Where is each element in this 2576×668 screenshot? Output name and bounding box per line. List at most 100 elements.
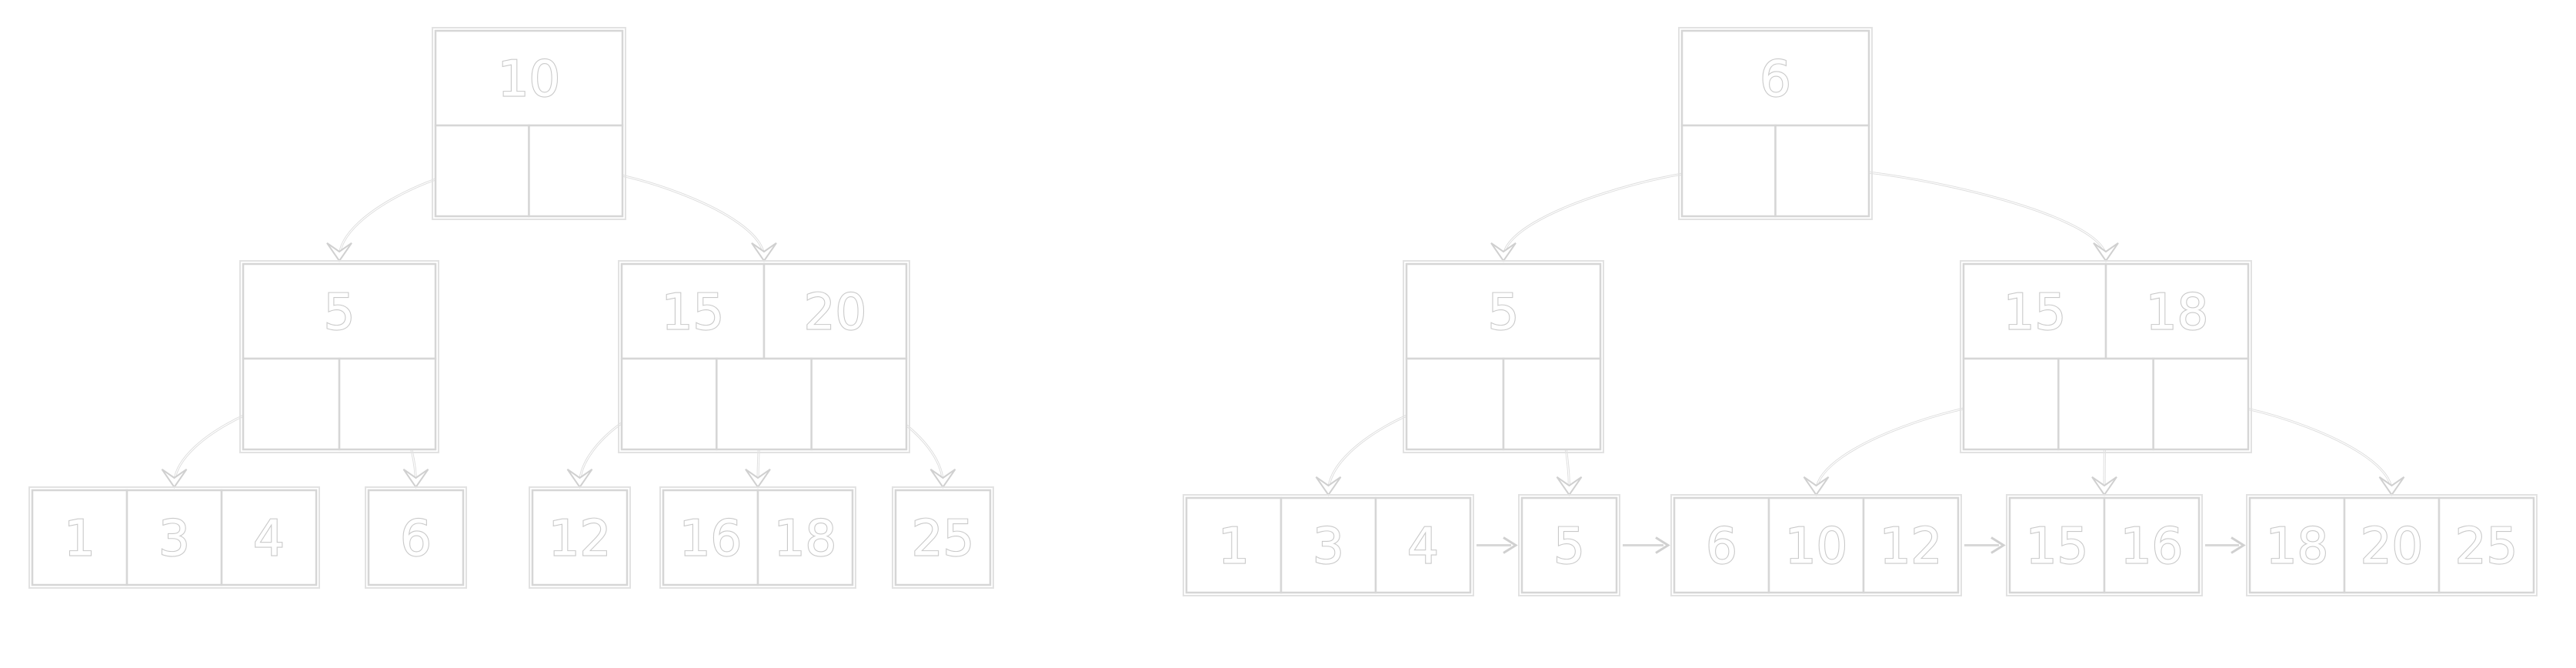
key-label: 25 — [2455, 519, 2518, 576]
key-label: 20 — [2361, 519, 2423, 576]
key-cell — [367, 489, 465, 586]
pointer-cell — [716, 357, 813, 451]
node-frame — [659, 486, 856, 589]
pointer-cell — [338, 357, 437, 451]
key-cell — [1862, 496, 1960, 594]
key-cell — [242, 262, 437, 360]
link-arrow-icon — [1990, 536, 2006, 554]
key-cell — [894, 489, 992, 586]
arrow-head-icon — [1803, 476, 1830, 496]
node-frame — [432, 27, 626, 220]
pointer-cell — [1405, 357, 1505, 451]
key-cell — [220, 489, 318, 586]
leaf-sibling-link — [2205, 536, 2246, 554]
arrow-head-icon — [2093, 242, 2119, 262]
key-cell — [756, 489, 854, 586]
key-label: 1 — [1218, 519, 1250, 576]
internal-node-left: 5 — [239, 260, 439, 453]
node-frame — [365, 486, 467, 589]
key-cell — [2008, 496, 2106, 594]
pointer-cell — [242, 357, 341, 451]
link-arrow-icon — [2231, 536, 2246, 554]
node-frame — [28, 486, 320, 589]
node-frame — [239, 260, 439, 453]
leaf-node-right: 5 — [1518, 494, 1620, 596]
link-arrow-icon — [1655, 536, 1670, 554]
pointer-cell — [1502, 357, 1602, 451]
key-label: 3 — [158, 511, 190, 568]
key-label: 6 — [1706, 519, 1737, 576]
key-cell — [1405, 262, 1602, 360]
key-cell — [125, 489, 223, 586]
key-label: 16 — [679, 511, 742, 568]
key-cell — [434, 29, 624, 127]
pointer-cell — [1962, 357, 2060, 451]
pointer-cell — [528, 124, 624, 218]
pointer-cell — [810, 357, 908, 451]
key-label: 12 — [549, 511, 611, 568]
key-label: 25 — [912, 511, 974, 568]
node-frame — [529, 486, 631, 589]
arrow-head-icon — [566, 468, 593, 489]
key-label: 5 — [324, 285, 355, 342]
key-label: 12 — [1880, 519, 1942, 576]
key-cell — [2438, 496, 2535, 594]
node-frame — [1183, 494, 1474, 596]
node-frame — [1403, 260, 1604, 453]
pointer-cell — [2057, 357, 2154, 451]
key-label: 15 — [662, 285, 724, 342]
arrow-head-icon — [929, 468, 956, 489]
leaf-node-left: 12 — [529, 486, 631, 589]
leaf-node-left: 25 — [892, 486, 994, 589]
leaf-links-layer — [1477, 536, 2246, 554]
key-label: 18 — [774, 511, 836, 568]
leaf-node-right: 18 20 25 — [2246, 494, 2538, 596]
pointer-cell — [434, 124, 530, 218]
key-label: 15 — [2026, 519, 2088, 576]
leaf-node-right: 6 10 12 — [1670, 494, 1962, 596]
key-cell — [1767, 496, 1865, 594]
key-cell — [31, 489, 128, 586]
node-frame — [1678, 27, 1873, 220]
node-frame — [2006, 494, 2203, 596]
link-arrow-icon — [1503, 536, 1518, 554]
leaf-node-left: 6 — [365, 486, 467, 589]
key-label: 5 — [1488, 285, 1520, 342]
arrow-head-icon — [1315, 476, 1342, 496]
key-label: 5 — [1553, 519, 1585, 576]
key-label: 4 — [253, 511, 285, 568]
key-cell — [1185, 496, 1283, 594]
key-label: 16 — [2121, 519, 2183, 576]
pointer-cell — [1680, 124, 1777, 218]
internal-node-right: 5 — [1403, 260, 1604, 453]
key-cell — [762, 262, 908, 360]
node-frame — [2246, 494, 2538, 596]
arrow-head-icon — [1490, 242, 1517, 262]
node-frame — [1960, 260, 2252, 453]
node-frame — [1518, 494, 1620, 596]
key-label: 10 — [498, 52, 560, 109]
key-cell — [2343, 496, 2441, 594]
key-label: 3 — [1313, 519, 1344, 576]
key-label: 18 — [2266, 519, 2328, 576]
key-cell — [1374, 496, 1472, 594]
root-node-right: 6 — [1678, 27, 1873, 220]
key-label: 10 — [1785, 519, 1847, 576]
arrow-head-icon — [326, 242, 352, 262]
pointer-cell — [620, 357, 718, 451]
key-cell — [2103, 496, 2201, 594]
node-frame — [1670, 494, 1962, 596]
root-node-left: 10 — [432, 27, 626, 220]
key-cell — [620, 262, 766, 360]
arrow-head-icon — [2091, 476, 2117, 496]
leaf-sibling-link — [1623, 536, 1670, 554]
key-label: 6 — [1760, 52, 1791, 109]
arrow-head-icon — [402, 468, 429, 489]
key-cell — [1520, 496, 1618, 594]
